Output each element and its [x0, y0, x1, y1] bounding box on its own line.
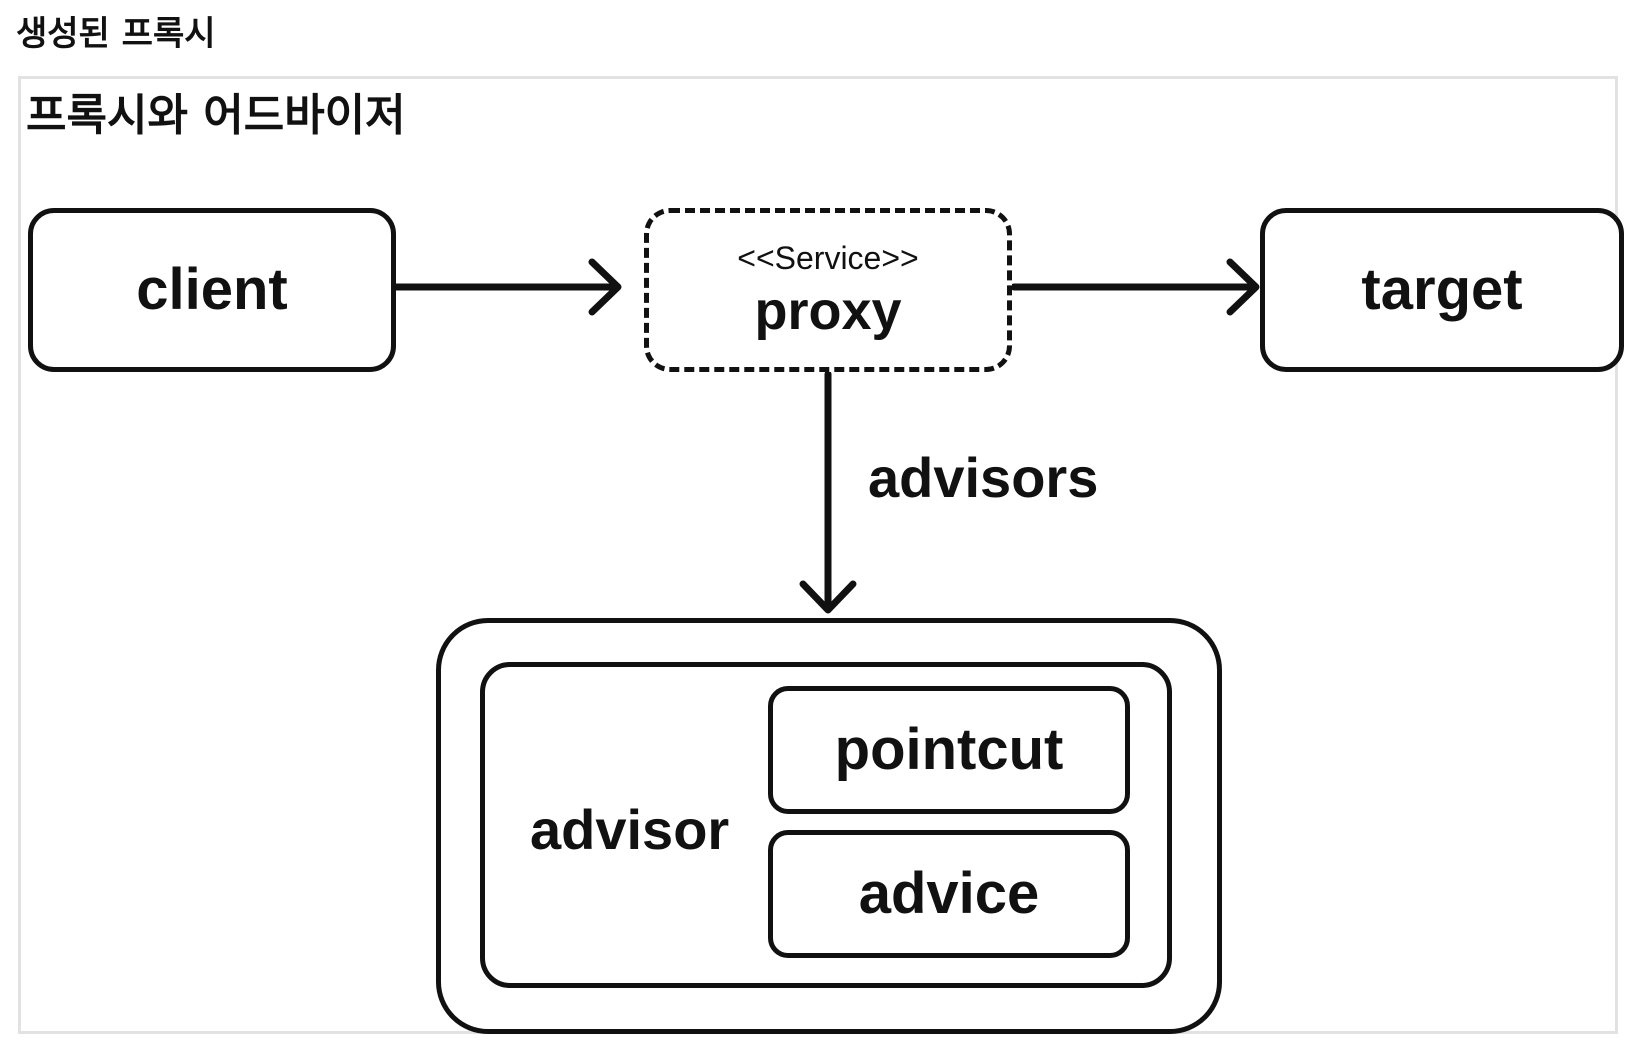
- advisor-label: advisor: [530, 798, 730, 861]
- client-node: client: [28, 208, 396, 372]
- advice-label: advice: [858, 861, 1040, 926]
- proxy-stereotype-label: <<Service>>: [737, 240, 919, 276]
- arrow-proxy-to-target-head: [1226, 258, 1260, 316]
- target-label: target: [1361, 257, 1523, 322]
- pointcut-label: pointcut: [834, 717, 1064, 782]
- pointcut-node: pointcut: [768, 686, 1130, 814]
- client-label: client: [136, 257, 288, 322]
- advisors-edge-label: advisors: [868, 446, 1099, 509]
- advice-node: advice: [768, 830, 1130, 958]
- proxy-node: <<Service>> proxy: [644, 208, 1012, 372]
- diagram-title: 프록시와 어드바이저: [26, 90, 406, 141]
- target-node: target: [1260, 208, 1624, 372]
- proxy-label: proxy: [754, 281, 902, 341]
- page-title: 생성된 프록시: [16, 14, 216, 54]
- arrow-client-to-proxy-head: [588, 258, 622, 316]
- arrow-proxy-to-advisor-head: [799, 580, 857, 614]
